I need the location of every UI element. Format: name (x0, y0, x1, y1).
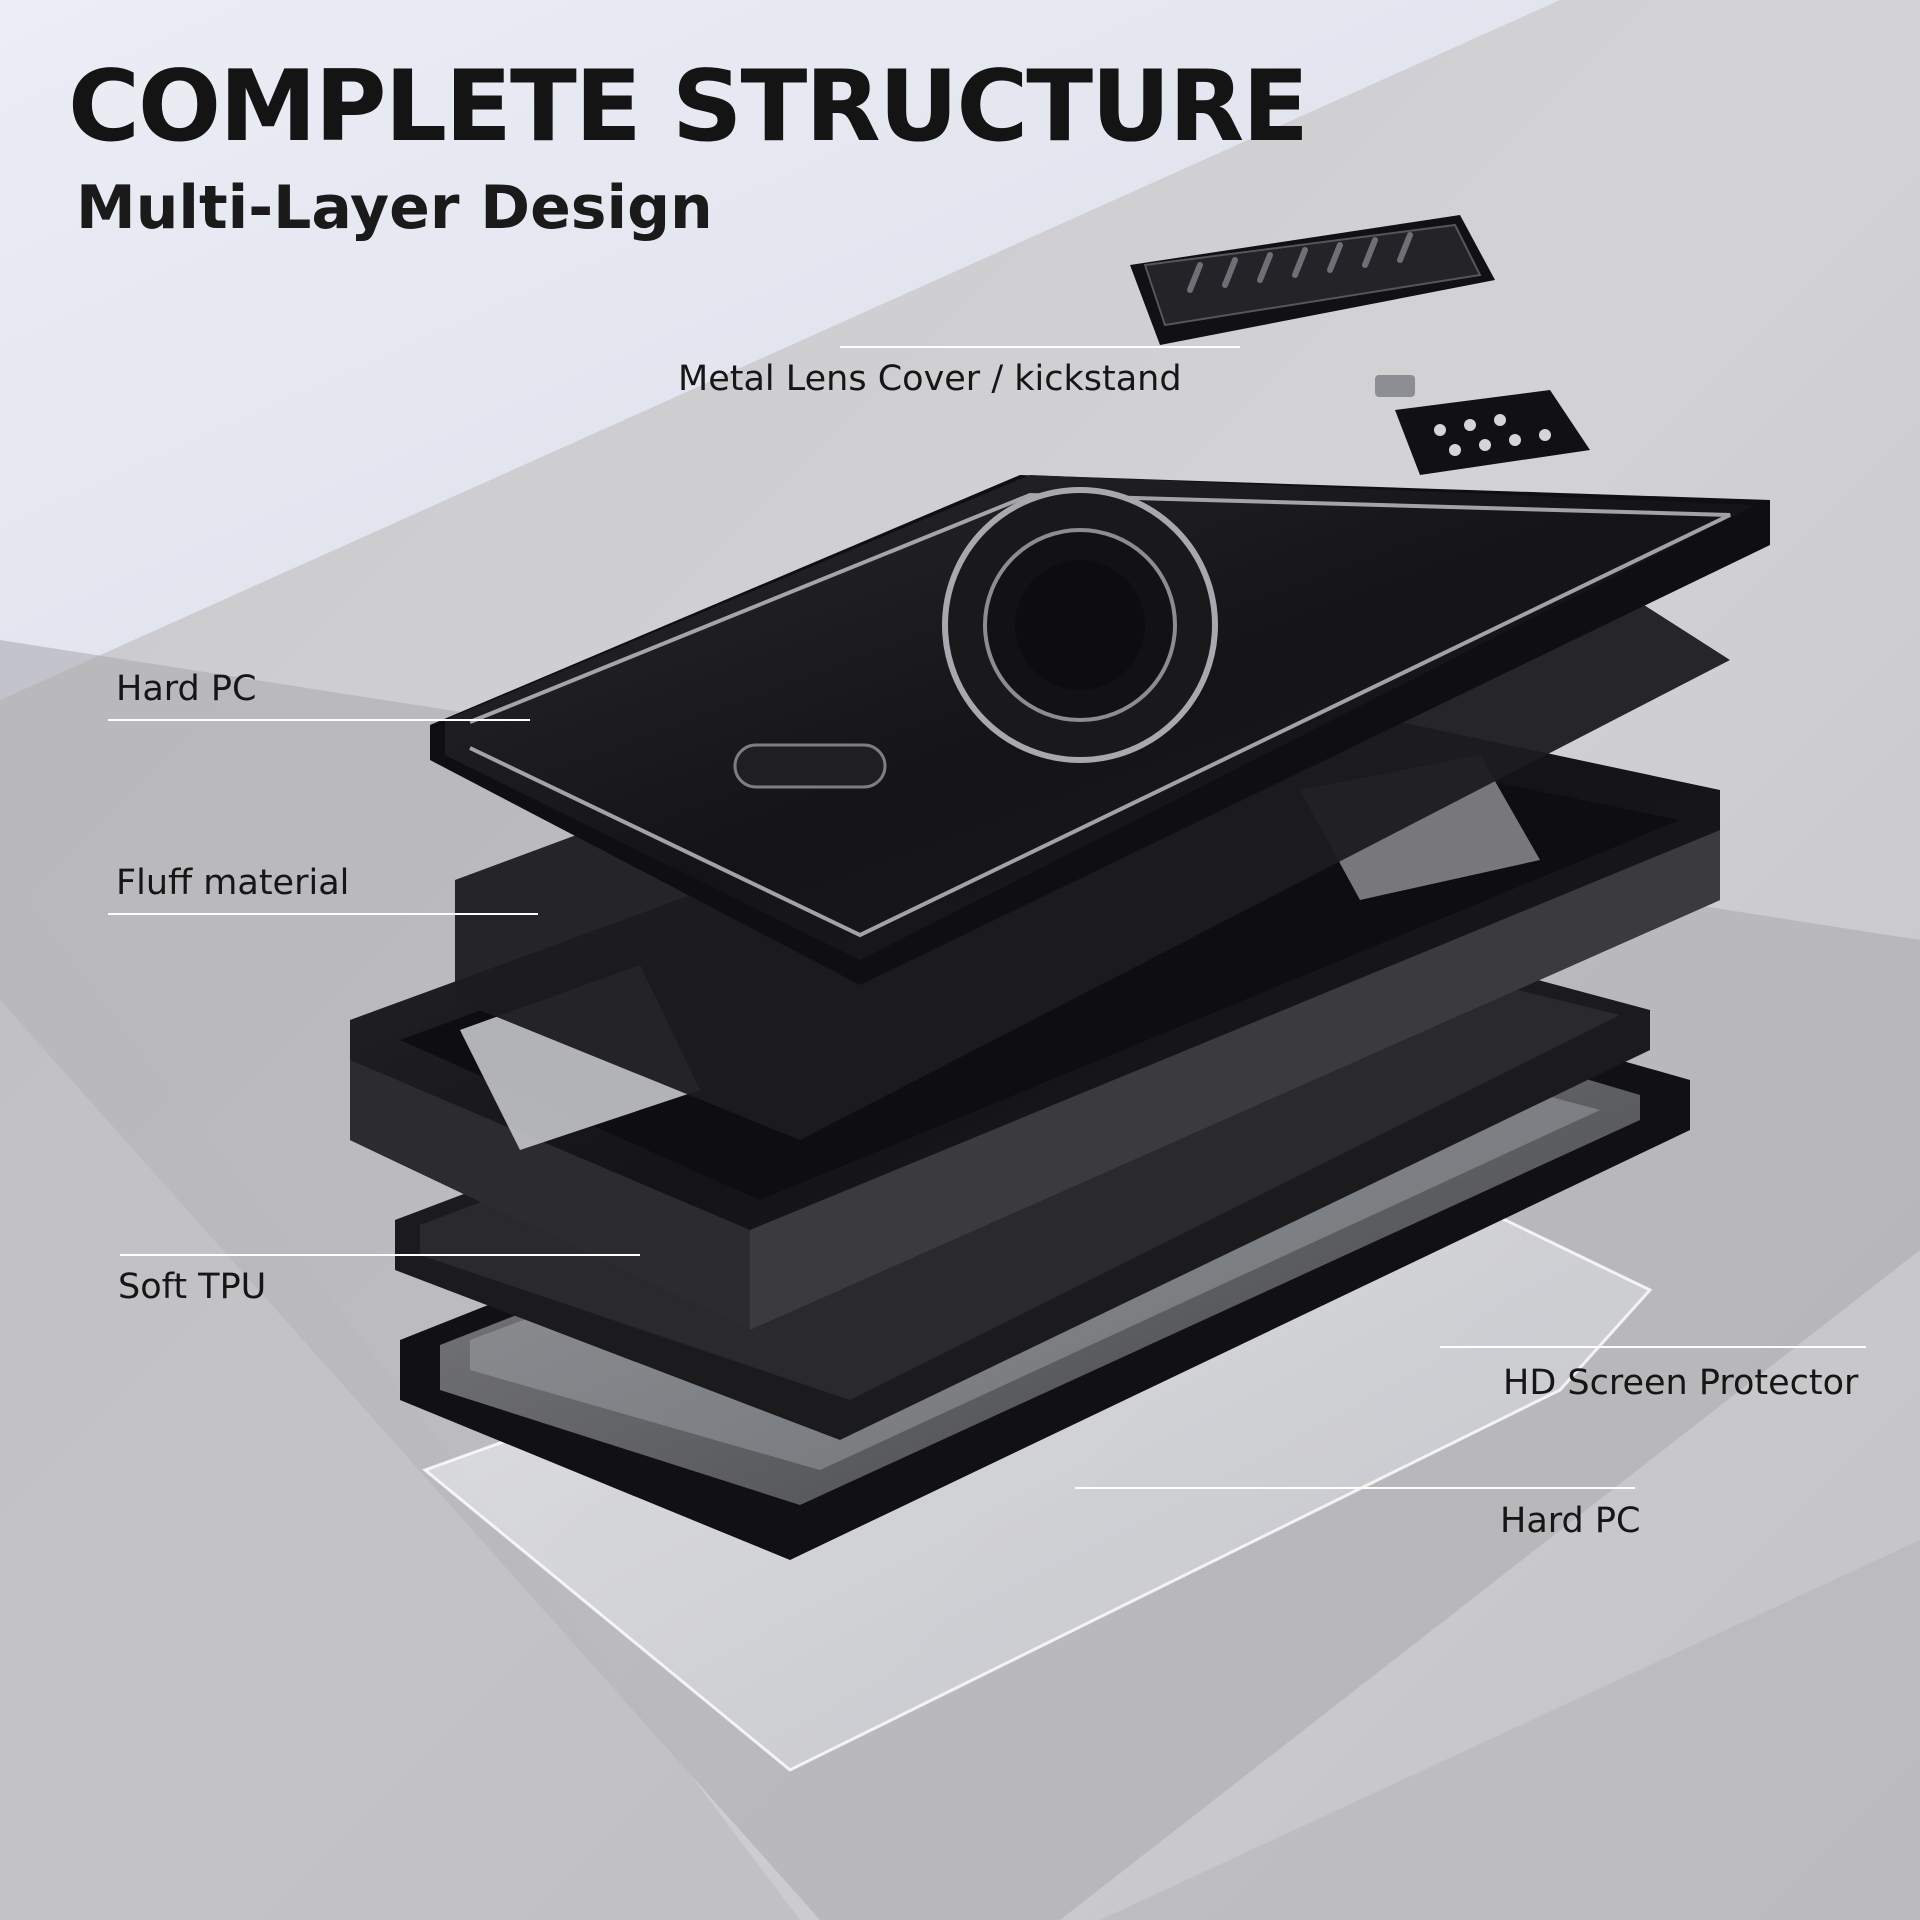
wall (0, 0, 1560, 700)
subheadline: Multi-Layer Design (76, 173, 713, 243)
leader-line (1075, 1487, 1635, 1489)
leader-line (840, 346, 1240, 348)
callout-metal-lens-cover: Metal Lens Cover / kickstand (678, 359, 1182, 399)
metal-lens-cover (1130, 215, 1590, 475)
leader-line (120, 1254, 640, 1256)
callout-hd-screen-protector: HD Screen Protector (1503, 1363, 1859, 1403)
leader-line (108, 719, 530, 721)
callout-hard-pc-top: Hard PC (116, 669, 257, 709)
kickstand-plate (1395, 390, 1590, 475)
callout-fluff-material: Fluff material (116, 863, 350, 903)
hard-pc-back-shell (430, 475, 1770, 985)
leader-line (108, 913, 538, 915)
leader-line (1440, 1346, 1866, 1348)
headline: COMPLETE STRUCTURE (68, 50, 1309, 164)
callout-hard-pc-bottom: Hard PC (1500, 1501, 1641, 1541)
callout-soft-tpu: Soft TPU (118, 1267, 267, 1307)
